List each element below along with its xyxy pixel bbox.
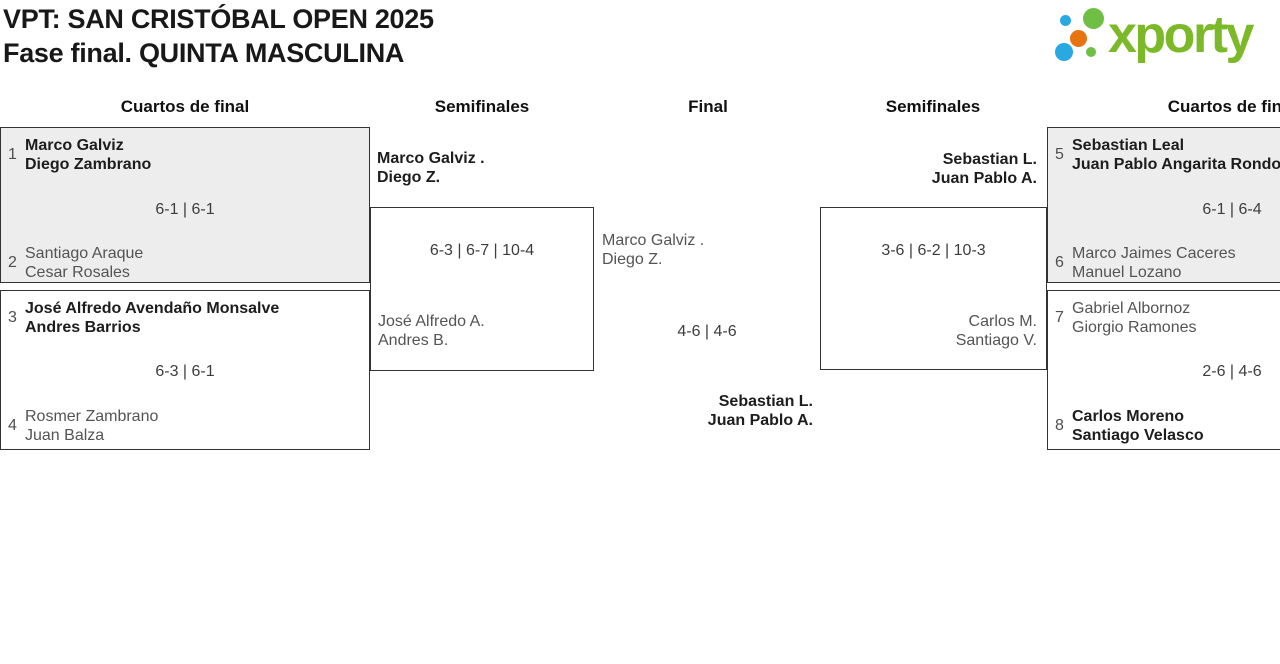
round-label-qf-right: Cuartos de final	[1167, 97, 1280, 116]
match-qf1-team-bottom: 2 Santiago Araque Cesar Rosales	[8, 244, 143, 282]
phase-category: Fase final. QUINTA MASCULINA	[3, 38, 405, 68]
round-label-sf-right: Semifinales	[885, 97, 981, 116]
player-name: Rosmer Zambrano	[25, 408, 159, 425]
sf-left-loser-names: José Alfredo A. Andres B.	[378, 312, 485, 350]
player-name: José Alfredo A.	[378, 313, 485, 330]
sf-right-winner-names: Sebastian L. Juan Pablo A.	[932, 150, 1037, 188]
xporty-logo[interactable]: xporty	[1050, 4, 1278, 70]
seed-number: 6	[1055, 254, 1064, 271]
player-name: Santiago Velasco	[1072, 427, 1204, 444]
seed-number: 1	[8, 146, 17, 163]
player-name: Sebastian L.	[942, 151, 1037, 168]
player-name: Carlos Moreno	[1072, 408, 1185, 425]
round-label-final: Final	[688, 97, 728, 116]
match-qf4-team-bottom: 8 Carlos Moreno Santiago Velasco	[1055, 407, 1204, 445]
player-name: Diego Z.	[602, 251, 663, 268]
sf-right-loser-names: Carlos M. Santiago V.	[956, 312, 1037, 350]
match-sf-left[interactable]: 6-3 | 6-7 | 10-4 José Alfredo A. Andres …	[370, 207, 594, 371]
player-name: Cesar Rosales	[25, 264, 130, 281]
tournament-name: VPT: SAN CRISTÓBAL OPEN 2025	[3, 4, 434, 34]
player-name: Juan Pablo A.	[707, 412, 813, 429]
final-team-bottom-names: Sebastian L. Juan Pablo A.	[708, 392, 813, 430]
player-name: Juan Pablo Angarita Rondon	[1072, 156, 1280, 173]
player-name: Santiago V.	[955, 332, 1037, 349]
seed-number: 8	[1055, 417, 1064, 434]
round-label-qf-left: Cuartos de final	[120, 97, 250, 116]
player-name: Giorgio Ramones	[1072, 319, 1197, 336]
match-qf2-score: 6-3 | 6-1	[155, 363, 215, 380]
player-name: Marco Galviz	[25, 137, 124, 154]
logo-dot-green-large-icon	[1083, 8, 1104, 29]
logo-dot-green-small-icon	[1086, 47, 1096, 57]
seed-number: 4	[8, 417, 17, 434]
match-qf4[interactable]: 7 Gabriel Albornoz Giorgio Ramones 2-6 |…	[1047, 290, 1280, 450]
player-name: Marco Galviz .	[377, 150, 485, 167]
player-name: Juan Pablo A.	[931, 170, 1037, 187]
player-name: Marco Jaimes Caceres	[1072, 245, 1236, 262]
match-sf-right[interactable]: 3-6 | 6-2 | 10-3 Carlos M. Santiago V.	[820, 207, 1047, 370]
match-qf3-team-bottom: 6 Marco Jaimes Caceres Manuel Lozano	[1055, 244, 1236, 282]
match-qf3[interactable]: 5 Sebastian Leal Juan Pablo Angarita Ron…	[1047, 127, 1280, 283]
player-name: Andres Barrios	[25, 319, 141, 336]
match-sf-right-score: 3-6 | 6-2 | 10-3	[881, 242, 986, 259]
player-name: Diego Z.	[377, 169, 441, 186]
player-name: Santiago Araque	[25, 245, 144, 262]
player-name: Marco Galviz .	[602, 232, 705, 249]
match-sf-left-score: 6-3 | 6-7 | 10-4	[429, 242, 535, 259]
player-name: Juan Balza	[25, 427, 105, 444]
logo-dot-blue-large-icon	[1055, 43, 1073, 61]
seed-number: 2	[8, 254, 17, 271]
seed-number: 7	[1055, 309, 1064, 326]
round-label-sf-left: Semifinales	[434, 97, 530, 116]
match-qf3-score: 6-1 | 6-4	[1202, 201, 1262, 218]
seed-number: 3	[8, 309, 17, 326]
sf-left-winner-names: Marco Galviz . Diego Z.	[377, 149, 485, 187]
match-qf1-score: 6-1 | 6-1	[155, 201, 215, 218]
match-qf1[interactable]: 1 Marco Galviz Diego Zambrano 6-1 | 6-1 …	[0, 127, 370, 283]
match-qf4-team-top: 7 Gabriel Albornoz Giorgio Ramones	[1055, 299, 1197, 337]
player-name: Andres B.	[378, 332, 449, 349]
logo-dot-orange-icon	[1070, 30, 1087, 47]
seed-number: 5	[1055, 146, 1064, 163]
player-name: Sebastian Leal	[1072, 137, 1185, 154]
player-name: Sebastian L.	[718, 393, 813, 410]
player-name: Carlos M.	[968, 313, 1037, 330]
final-score: 4-6 | 4-6	[677, 323, 737, 340]
logo-dot-blue-small-icon	[1060, 15, 1071, 26]
player-name: Diego Zambrano	[25, 156, 152, 173]
match-qf1-team-top: 1 Marco Galviz Diego Zambrano	[8, 136, 151, 174]
match-qf4-score: 2-6 | 4-6	[1202, 363, 1262, 380]
match-qf2[interactable]: 3 José Alfredo Avendaño Monsalve Andres …	[0, 290, 370, 450]
match-qf2-team-bottom: 4 Rosmer Zambrano Juan Balza	[8, 407, 158, 445]
player-name: José Alfredo Avendaño Monsalve	[25, 300, 280, 317]
page-title: VPT: SAN CRISTÓBAL OPEN 2025 Fase final.…	[3, 2, 434, 70]
xporty-logo-text: xporty	[1108, 6, 1254, 64]
player-name: Manuel Lozano	[1072, 264, 1182, 281]
final-team-top-names: Marco Galviz . Diego Z.	[602, 231, 704, 269]
match-qf3-team-top: 5 Sebastian Leal Juan Pablo Angarita Ron…	[1055, 136, 1280, 174]
player-name: Gabriel Albornoz	[1072, 300, 1191, 317]
match-qf2-team-top: 3 José Alfredo Avendaño Monsalve Andres …	[8, 299, 279, 337]
